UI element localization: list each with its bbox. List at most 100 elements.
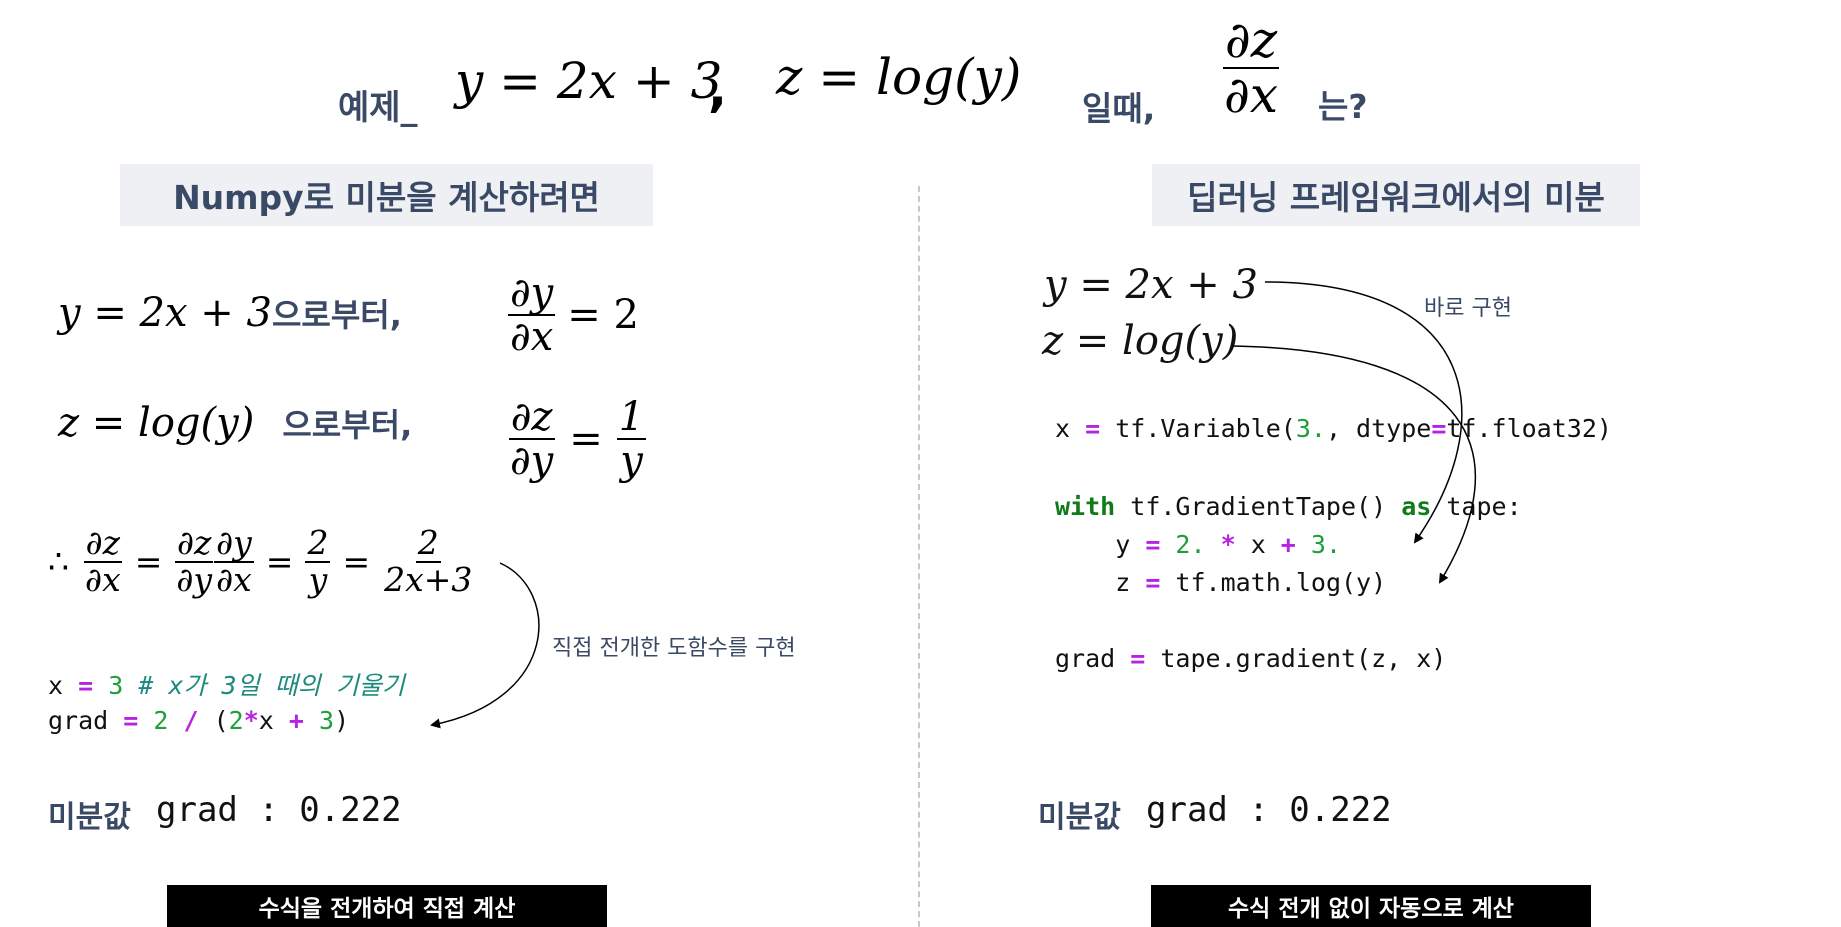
left-section-title: Numpy로 미분을 계산하려면 xyxy=(120,164,653,226)
right-code-line3: y = 2. * x + 3. xyxy=(1055,530,1341,559)
left-line2: z = log(y) 으로부터, xyxy=(58,400,412,446)
right-result-value: grad : 0.222 xyxy=(1146,790,1392,830)
right-code-line5: grad = tape.gradient(z, x) xyxy=(1055,644,1446,673)
left-line1-derivative: ∂y∂x = 2 xyxy=(508,272,639,358)
code-operator: * xyxy=(1205,530,1236,559)
code-number: 2 xyxy=(228,706,244,735)
code-operator: = xyxy=(1145,530,1161,559)
header-equation-z: z = log(y) xyxy=(776,48,1022,106)
section-divider xyxy=(918,186,920,927)
left-line2-num: ∂z xyxy=(508,394,555,440)
code-operator: = xyxy=(1085,414,1101,443)
chain-f5-den: 2x+3 xyxy=(384,559,473,599)
right-code-line4: z = tf.math.log(y) xyxy=(1055,568,1386,597)
right-footer-label: 수식 전개 없이 자동으로 계산 xyxy=(1151,885,1591,927)
code-token: tape.gradient(z, x) xyxy=(1145,644,1447,673)
header-question: 는? xyxy=(1318,87,1368,126)
right-arrow-y xyxy=(1264,281,1463,544)
chain-f2-num: ∂z xyxy=(174,523,214,563)
left-line2-rden: y xyxy=(620,438,643,484)
right-note: 바로 구현 xyxy=(1424,296,1512,321)
code-token: tf.float32) xyxy=(1446,414,1612,443)
header-frac-num: ∂z xyxy=(1222,11,1280,69)
code-operator: + xyxy=(288,706,304,735)
code-token: , dtype xyxy=(1325,414,1432,443)
header-when: 일때, xyxy=(1082,89,1156,128)
code-token: y xyxy=(1055,530,1146,559)
left-line2-den: ∂y xyxy=(510,438,554,484)
chain-f3-den: ∂x xyxy=(216,559,252,599)
code-token: tf.math.log(y) xyxy=(1160,568,1387,597)
code-operator: = xyxy=(1130,644,1146,673)
code-operator: = xyxy=(1145,568,1161,597)
right-arrow-z xyxy=(1231,345,1477,584)
code-operator: = xyxy=(123,706,139,735)
code-operator: + xyxy=(1280,530,1296,559)
left-footer-label: 수식을 전개하여 직접 계산 xyxy=(167,885,607,927)
header-equation-y: y = 2x + 3 xyxy=(455,52,723,110)
chain-f1-num: ∂z xyxy=(83,523,123,563)
left-line1-den: ∂x xyxy=(510,314,554,360)
code-token: x xyxy=(1235,530,1281,559)
left-line2-suffix: 으로부터, xyxy=(282,406,413,444)
code-number: 3 xyxy=(93,671,124,700)
right-eq-y: y = 2x + 3 xyxy=(1044,262,1258,308)
code-token: x xyxy=(1055,414,1086,443)
right-code-line2: with tf.GradientTape() as tape: xyxy=(1055,492,1522,521)
code-token: tf.Variable( xyxy=(1100,414,1296,443)
left-line1-suffix: 으로부터, xyxy=(271,296,402,334)
code-keyword: as xyxy=(1401,492,1432,521)
right-code-line1: x = tf.Variable(3., dtype=tf.float32) xyxy=(1055,414,1612,443)
left-line1-eq: y = 2x + 3 xyxy=(58,290,272,336)
left-line1-rhs: = 2 xyxy=(567,292,639,338)
code-number: 2. xyxy=(1160,530,1206,559)
chain-eq3: = xyxy=(342,542,371,582)
chain-eq2: = xyxy=(265,542,294,582)
chain-f4-num: 2 xyxy=(305,523,331,563)
left-code-line1: x = 3 # x가 3일 때의 기울기 xyxy=(48,666,405,702)
therefore-symbol: ∴ xyxy=(48,542,69,582)
right-eq-z: z = log(y) xyxy=(1042,318,1239,364)
left-line2-eq: z = log(y) xyxy=(58,400,255,446)
code-operator: * xyxy=(243,706,259,735)
code-number: 3 xyxy=(303,706,335,735)
code-operator: / xyxy=(168,706,199,735)
code-token: grad xyxy=(1055,644,1131,673)
code-token: ( xyxy=(198,706,229,735)
left-line1-num: ∂y xyxy=(508,270,556,316)
chain-f1-den: ∂x xyxy=(85,559,121,599)
code-comment: # x가 3일 때의 기울기 xyxy=(123,671,405,700)
chain-f3-num: ∂y xyxy=(214,523,254,563)
left-code-line2: grad = 2 / (2*x + 3) xyxy=(48,706,349,735)
code-token: tf.GradientTape() xyxy=(1115,492,1402,521)
code-token: z xyxy=(1055,568,1146,597)
chain-eq1: = xyxy=(134,542,163,582)
code-token: grad xyxy=(48,706,124,735)
code-number: 3. xyxy=(1295,530,1342,559)
left-arrow xyxy=(430,562,540,729)
chain-f5-num: 2 xyxy=(415,523,441,563)
left-result-label: 미분값 xyxy=(48,800,131,835)
right-section-title: 딥러닝 프레임워크에서의 미분 xyxy=(1152,164,1640,226)
chain-f2-den: ∂y xyxy=(176,559,213,599)
code-keyword: with xyxy=(1055,492,1116,521)
example-prefix: 예제_ xyxy=(338,88,418,128)
left-note: 직접 전개한 도함수를 구현 xyxy=(552,636,796,661)
header-frac-den: ∂x xyxy=(1224,65,1279,124)
chain-f4-den: y xyxy=(308,559,328,599)
left-line2-eqsign: = xyxy=(569,416,603,462)
left-line2-rnum: 1 xyxy=(616,394,647,440)
header-comma: , xyxy=(708,60,727,118)
right-result-label: 미분값 xyxy=(1038,800,1121,835)
left-result-value: grad : 0.222 xyxy=(156,790,402,830)
code-operator: = xyxy=(78,671,94,700)
code-number: 2 xyxy=(138,706,169,735)
left-line1: y = 2x + 3 으로부터, xyxy=(58,290,402,336)
code-token: x xyxy=(48,671,79,700)
code-token: tape: xyxy=(1431,492,1522,521)
code-token: x xyxy=(258,706,289,735)
code-operator: = xyxy=(1431,414,1447,443)
